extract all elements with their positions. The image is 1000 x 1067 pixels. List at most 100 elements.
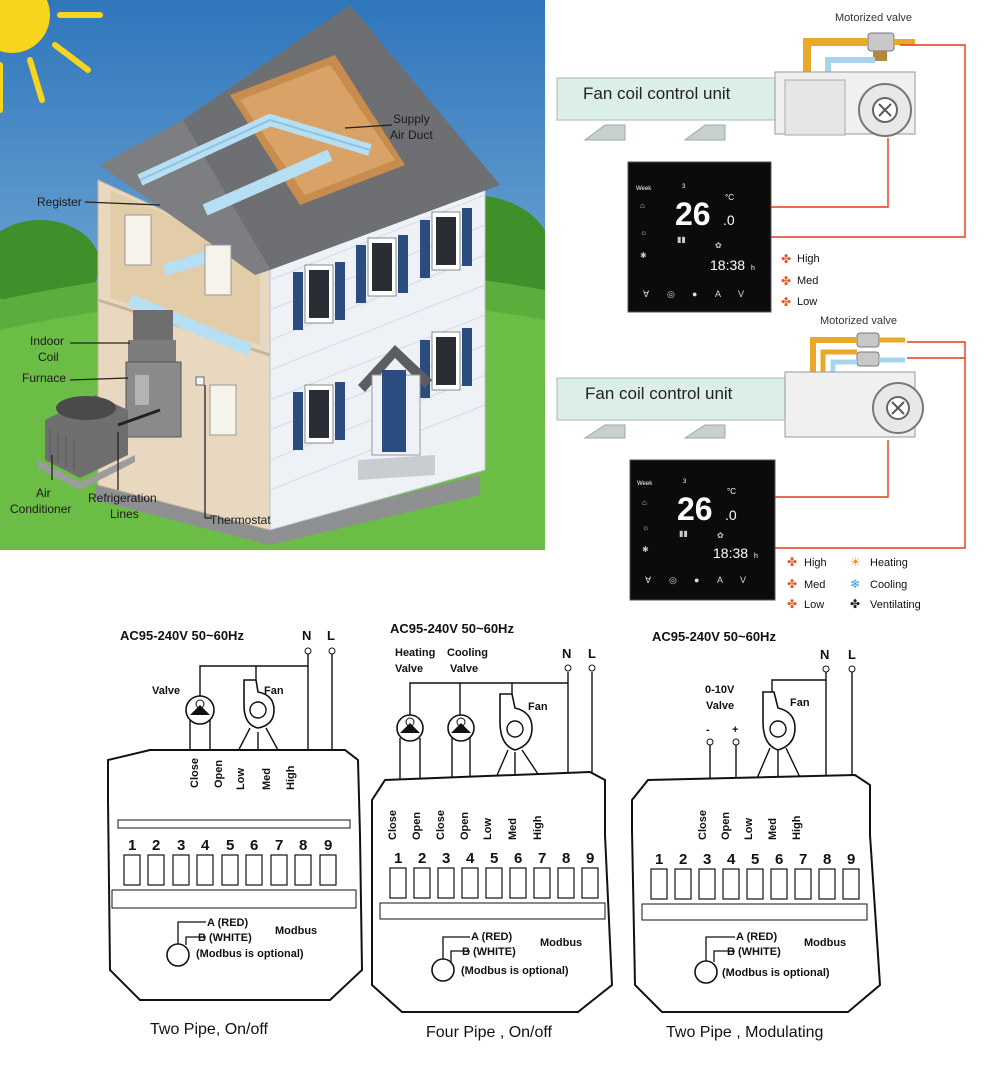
svg-text:A: A [717, 575, 723, 585]
label-refrigeration-2: Lines [110, 507, 139, 521]
time-display-2: 18:38 [713, 545, 748, 561]
svg-text:1: 1 [394, 850, 402, 867]
cooling-icon: ❄ [850, 577, 860, 591]
svg-text:8: 8 [823, 851, 831, 868]
svg-text:High: High [532, 815, 544, 840]
furnace [125, 310, 182, 438]
svg-text:1: 1 [655, 851, 663, 868]
svg-text:◎: ◎ [667, 289, 675, 299]
refrigeration-lines [117, 408, 161, 427]
svg-text:5: 5 [226, 837, 234, 854]
svg-text:AC95-240V 50~60Hz: AC95-240V 50~60Hz [652, 629, 776, 644]
fan-icon: ✤ [787, 597, 797, 611]
svg-text:Open: Open [411, 812, 423, 840]
label-supply-1: Supply [393, 112, 430, 126]
svg-text:3: 3 [682, 184, 686, 190]
svg-text:A: A [715, 289, 721, 299]
label-air-1: Air [36, 486, 51, 500]
svg-text:2: 2 [418, 850, 426, 867]
valve-icon [185, 695, 215, 725]
heating-valve-icon [396, 714, 424, 742]
svg-text:High: High [804, 557, 827, 569]
svg-text:Cooling: Cooling [870, 579, 907, 591]
motorized-valve-icon [856, 332, 880, 367]
svg-text:▮▮: ▮▮ [677, 235, 686, 244]
fan-coil-label-2: Fan coil control unit [585, 384, 733, 403]
cooling-valve-icon [447, 714, 475, 742]
svg-text:Open: Open [213, 760, 225, 788]
svg-text:Modbus: Modbus [275, 925, 317, 937]
fan-icon [499, 693, 533, 751]
svg-text:Low: Low [743, 818, 755, 840]
front-door [358, 345, 435, 480]
svg-text:.0: .0 [723, 212, 735, 228]
svg-text:Valve: Valve [152, 685, 180, 697]
svg-text:Modbus: Modbus [804, 937, 846, 949]
svg-text:7: 7 [275, 837, 283, 854]
fan-speed-legend-2: ✤ High ✤ Med ✤ Low [787, 555, 827, 611]
label-air-2: Conditioner [10, 502, 71, 516]
svg-text:(Modbus is optional): (Modbus is optional) [722, 967, 830, 979]
terminal-block-3: 1 2 3 4 5 6 7 8 9 [641, 851, 868, 921]
wiring-diagram-two-pipe-modulating: AC95-240V 50~60Hz N L 0-10V Valve - + Fa… [631, 629, 882, 1041]
svg-text:Open: Open [720, 812, 732, 840]
svg-text:∀: ∀ [645, 575, 652, 585]
label-supply-2: Air Duct [390, 128, 433, 142]
ventilating-icon: ✤ [850, 597, 860, 611]
svg-text:✿: ✿ [715, 241, 722, 250]
svg-text:5: 5 [751, 851, 759, 868]
svg-text:9: 9 [847, 851, 855, 868]
svg-text:B (WHITE): B (WHITE) [727, 946, 781, 958]
svg-text:Close: Close [435, 810, 447, 840]
wiring-diagrams: AC95-240V 50~60Hz N L Valve Fan [107, 621, 882, 1041]
caption-3: Two Pipe , Modulating [666, 1024, 823, 1041]
svg-text:2: 2 [679, 851, 687, 868]
svg-text:N: N [820, 647, 829, 662]
svg-text:Fan: Fan [528, 701, 548, 713]
label-register: Register [37, 195, 82, 209]
svg-text:Modbus: Modbus [540, 937, 582, 949]
fan-icon: ✤ [787, 555, 797, 569]
svg-text:Fan: Fan [264, 685, 284, 697]
house-illustration: Supply Air Duct Register Indoor Coil Fur… [0, 0, 545, 550]
svg-text:High: High [285, 765, 297, 790]
svg-text:✿: ✿ [717, 531, 724, 540]
svg-text:0-10V: 0-10V [705, 684, 735, 696]
fan-coil-label-1: Fan coil control unit [583, 84, 731, 103]
svg-text:Med: Med [804, 579, 825, 591]
svg-text:Med: Med [261, 768, 273, 790]
svg-text:3: 3 [683, 479, 687, 485]
svg-text:Valve: Valve [395, 663, 423, 675]
svg-text:h: h [751, 265, 755, 272]
label-indoor-coil-1: Indoor [30, 334, 64, 348]
fan-icon [762, 691, 796, 751]
svg-text:Week: Week [636, 186, 652, 192]
fan-icon: ✤ [781, 295, 791, 309]
svg-text:Close: Close [697, 810, 709, 840]
caption-1: Two Pipe, On/off [150, 1021, 269, 1038]
svg-text:A (RED): A (RED) [207, 917, 248, 929]
svg-text:High: High [791, 815, 803, 840]
svg-text:8: 8 [562, 850, 570, 867]
svg-text:●: ● [692, 289, 697, 299]
wiring-diagram-four-pipe-onoff: AC95-240V 50~60Hz N L Heating Valve Cool… [371, 621, 614, 1041]
svg-text:B (WHITE): B (WHITE) [462, 946, 516, 958]
svg-text:3: 3 [703, 851, 711, 868]
fan-icon: ✤ [781, 252, 791, 266]
svg-text:3: 3 [177, 837, 185, 854]
mode-legend: ☀ Heating ❄ Cooling ✤ Ventilating [850, 555, 921, 611]
thermostat-icon [195, 376, 205, 386]
svg-text:Week: Week [637, 481, 653, 487]
motorized-valve-label-2: Motorized valve [820, 315, 897, 327]
svg-text:Low: Low [797, 296, 817, 308]
svg-text:h: h [754, 553, 758, 560]
air-conditioner [38, 395, 135, 490]
svg-text:✱: ✱ [642, 545, 649, 554]
fan-icon [243, 679, 275, 729]
svg-text:A (RED): A (RED) [736, 931, 777, 943]
fan-icon: ✤ [787, 577, 797, 591]
svg-text:✱: ✱ [640, 251, 647, 260]
fan-icon: ✤ [781, 274, 791, 288]
svg-text:6: 6 [250, 837, 258, 854]
